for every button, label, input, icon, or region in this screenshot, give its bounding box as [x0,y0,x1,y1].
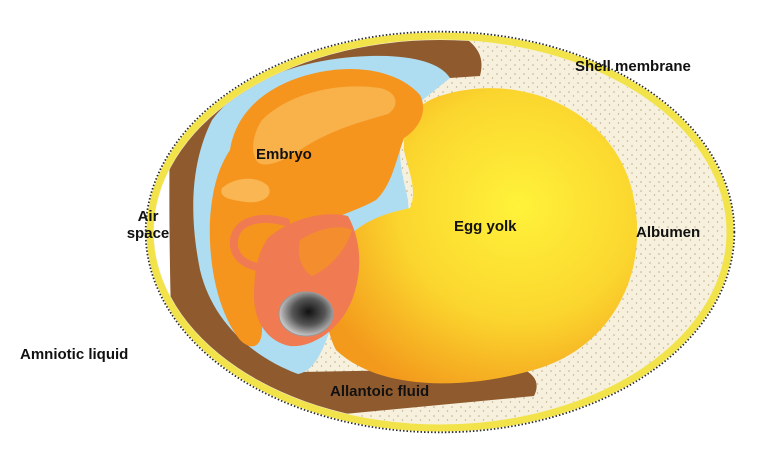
shell-outline [144,30,736,434]
label-air-space-line2: space [126,225,170,242]
label-air-space-line1: Air [137,208,159,225]
egg-yolk [325,88,638,384]
label-egg-yolk: Egg yolk [454,218,517,235]
label-albumen: Albumen [636,224,701,241]
embryo-limb-bud [221,178,270,203]
label-amniotic-liquid: Amniotic liquid [20,346,129,363]
embryo-highlight [253,86,396,165]
embryo-eye [278,291,334,337]
embryo-head-shade [298,227,352,276]
embryo-tail [229,214,290,273]
label-allantoic-fluid: Allantoic fluid [330,383,430,400]
label-embryo: Embryo [256,146,312,163]
label-shell-membrane: Shell membrane [575,58,691,75]
label-air-space: Air space [120,208,176,242]
